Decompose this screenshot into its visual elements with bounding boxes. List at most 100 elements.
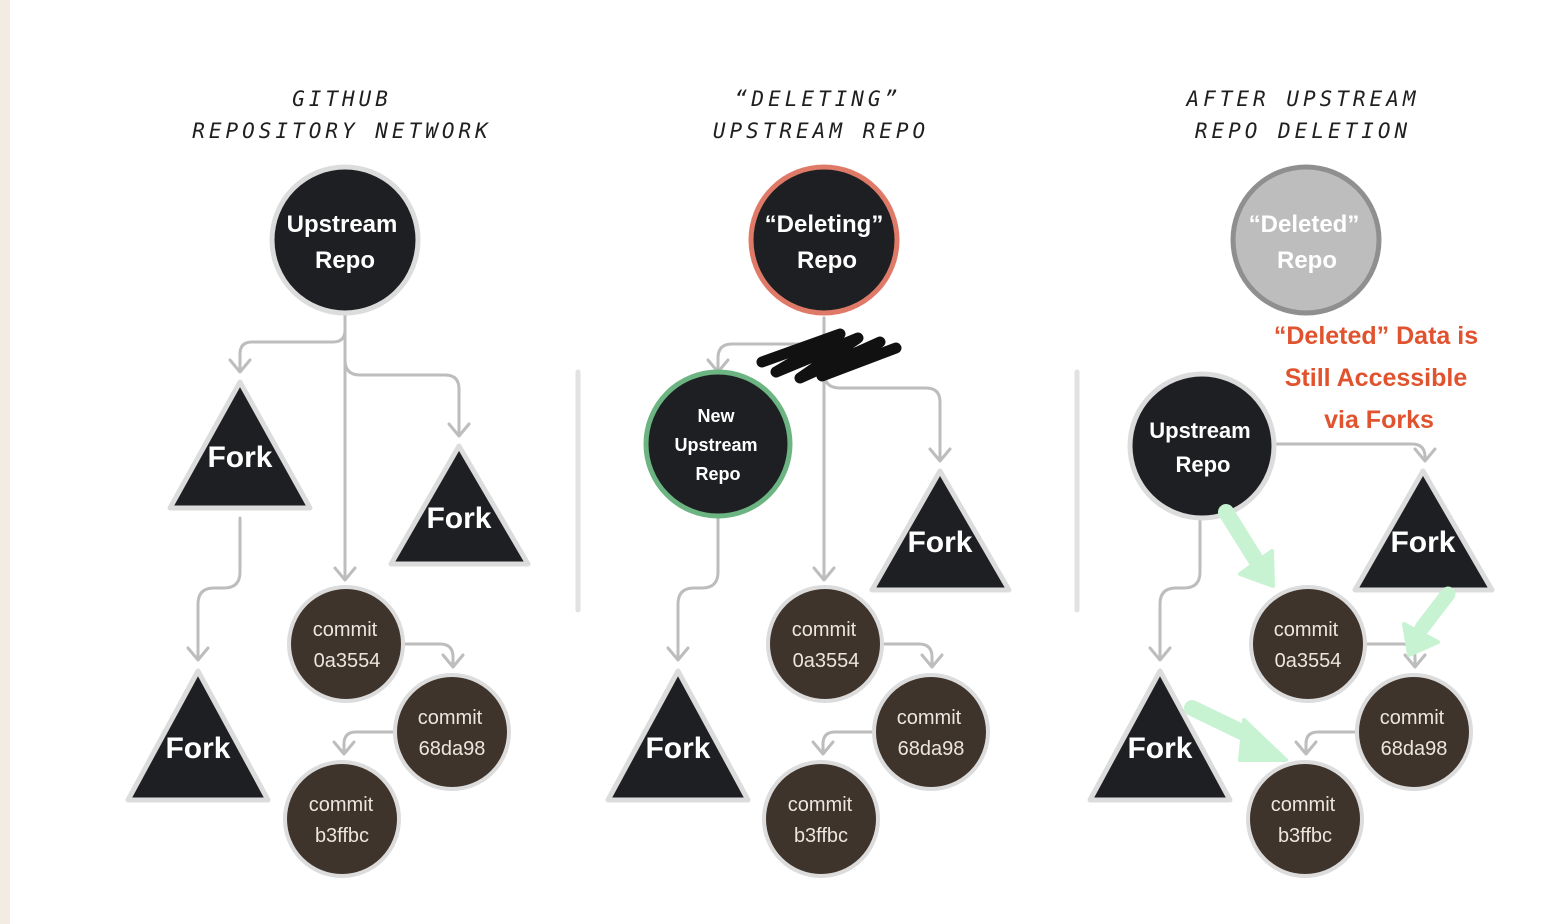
- deletion-scribble: [756, 328, 902, 384]
- arrowhead: [920, 653, 944, 669]
- panel-3-title-line1: AFTER UPSTREAM: [1184, 87, 1419, 111]
- panel-github-network: GITHUB REPOSITORY NETWORK Upstream Repo: [125, 87, 531, 878]
- new-upstream-label-line2: Upstream: [674, 435, 757, 455]
- commit-node: commit 68da98: [872, 673, 990, 791]
- panel-3-title-line2: REPO DELETION: [1195, 119, 1411, 143]
- arrowhead: [811, 740, 835, 756]
- arrowhead: [228, 358, 252, 374]
- commit-hash: 0a3554: [793, 650, 860, 672]
- panel-deleting-upstream: “DELETING” UPSTREAM REPO “Deleting” Repo: [605, 87, 1012, 878]
- fork-label: Fork: [645, 732, 710, 765]
- deleting-repo-node: “Deleting” Repo: [748, 164, 900, 316]
- fork-node: Fork: [388, 443, 531, 567]
- commit-hash: b3ffbc: [794, 825, 848, 847]
- upstream-repo-node: Upstream Repo: [1127, 371, 1277, 521]
- edge-upstream-to-fork-right: [1273, 442, 1427, 461]
- arrowhead: [441, 653, 465, 669]
- upstream-repo-label-line2: Repo: [1176, 452, 1231, 477]
- accessibility-annotation: “Deleted” Data is Still Accessible via F…: [1274, 322, 1478, 434]
- new-upstream-label-line3: Repo: [696, 464, 741, 484]
- edge-new-upstream-to-fork: [676, 516, 720, 660]
- access-arrow-icon: [1218, 504, 1275, 588]
- edge-commit2-to-commit3: [821, 730, 877, 754]
- commit-hash: b3ffbc: [1278, 825, 1332, 847]
- deleted-repo-label-line1: “Deleted”: [1249, 211, 1360, 238]
- deleted-repo-node: “Deleted” Repo: [1230, 164, 1382, 316]
- fork-label: Fork: [207, 441, 272, 474]
- edge-commit2-to-commit3: [1304, 730, 1360, 754]
- edge-commit1-to-commit2: [402, 642, 455, 666]
- arrowhead: [186, 646, 210, 662]
- annotation-line2: Still Accessible: [1285, 364, 1468, 392]
- upstream-repo-label-line1: Upstream: [1149, 418, 1250, 443]
- commit-label-line1: commit: [309, 794, 374, 816]
- fork-node: Fork: [869, 468, 1012, 593]
- fork-label: Fork: [1127, 732, 1192, 765]
- edge-commit1-to-commit2: [881, 642, 934, 666]
- edge-fork-to-fork: [196, 516, 242, 660]
- edge-upstream-to-fork: [822, 370, 942, 461]
- upstream-repo-node: Upstream Repo: [269, 164, 421, 316]
- edge-commit2-to-commit3: [342, 730, 398, 754]
- commit-label-line1: commit: [1271, 794, 1336, 816]
- access-arrow-icon: [1184, 700, 1288, 762]
- new-upstream-label-line1: New: [697, 406, 735, 426]
- edge-upstream-to-fork-right: [343, 358, 461, 436]
- arrowhead: [447, 422, 471, 438]
- new-upstream-repo-node: New Upstream Repo: [643, 369, 793, 519]
- commit-hash: 68da98: [419, 738, 486, 760]
- commit-node: commit b3ffbc: [1246, 760, 1364, 878]
- commit-node: commit b3ffbc: [283, 760, 401, 878]
- deleted-repo-label-line2: Repo: [1277, 247, 1337, 274]
- arrowhead: [332, 740, 356, 756]
- commit-hash: 68da98: [898, 738, 965, 760]
- panel-2-title-line1: “DELETING”: [735, 87, 901, 111]
- deleting-repo-label-line2: Repo: [797, 247, 857, 274]
- arrowhead: [928, 447, 952, 463]
- fork-label: Fork: [165, 732, 230, 765]
- commit-label-line1: commit: [313, 619, 378, 641]
- upstream-repo-label-line2: Repo: [315, 247, 375, 274]
- arrowhead: [1148, 646, 1172, 662]
- commit-node: commit b3ffbc: [762, 760, 880, 878]
- commit-node: commit 0a3554: [766, 585, 884, 703]
- edge-upstream-to-fork-left: [238, 313, 347, 372]
- arrowhead: [666, 646, 690, 662]
- commit-label-line1: commit: [792, 619, 857, 641]
- commit-label-line1: commit: [1274, 619, 1339, 641]
- panel-after-deletion: AFTER UPSTREAM REPO DELETION “Deleted” R…: [1087, 87, 1495, 878]
- fork-node: Fork: [167, 379, 313, 511]
- commit-hash: 0a3554: [314, 650, 381, 672]
- arrowhead: [812, 566, 836, 582]
- edge-upstream-to-fork-left: [1158, 518, 1202, 660]
- annotation-line3: via Forks: [1324, 406, 1434, 434]
- annotation-line1: “Deleted” Data is: [1274, 322, 1478, 350]
- commit-label-line1: commit: [897, 707, 962, 729]
- upstream-repo-label-line1: Upstream: [287, 211, 398, 238]
- commit-hash: 68da98: [1381, 738, 1448, 760]
- commit-hash: b3ffbc: [315, 825, 369, 847]
- fork-node: Fork: [125, 668, 271, 803]
- fork-label: Fork: [907, 526, 972, 559]
- commit-node: commit 68da98: [1355, 673, 1473, 791]
- commit-label-line1: commit: [788, 794, 853, 816]
- commit-node: commit 0a3554: [1249, 585, 1367, 703]
- fork-node: Fork: [1352, 468, 1495, 593]
- panel-1-title-line1: GITHUB: [292, 87, 392, 111]
- fork-node: Fork: [1087, 668, 1233, 803]
- left-margin-strip: [0, 0, 10, 924]
- fork-label: Fork: [426, 502, 491, 535]
- commit-label-line1: commit: [418, 707, 483, 729]
- fork-label: Fork: [1390, 526, 1455, 559]
- access-arrow-icon: [1402, 586, 1456, 657]
- commit-node: commit 0a3554: [287, 585, 405, 703]
- arrowhead: [1403, 653, 1427, 669]
- arrowhead: [1413, 447, 1437, 463]
- commit-hash: 0a3554: [1275, 650, 1342, 672]
- commit-label-line1: commit: [1380, 707, 1445, 729]
- deleting-repo-label-line1: “Deleting”: [765, 211, 884, 238]
- commit-node: commit 68da98: [393, 673, 511, 791]
- panel-1-title-line2: REPOSITORY NETWORK: [192, 119, 492, 143]
